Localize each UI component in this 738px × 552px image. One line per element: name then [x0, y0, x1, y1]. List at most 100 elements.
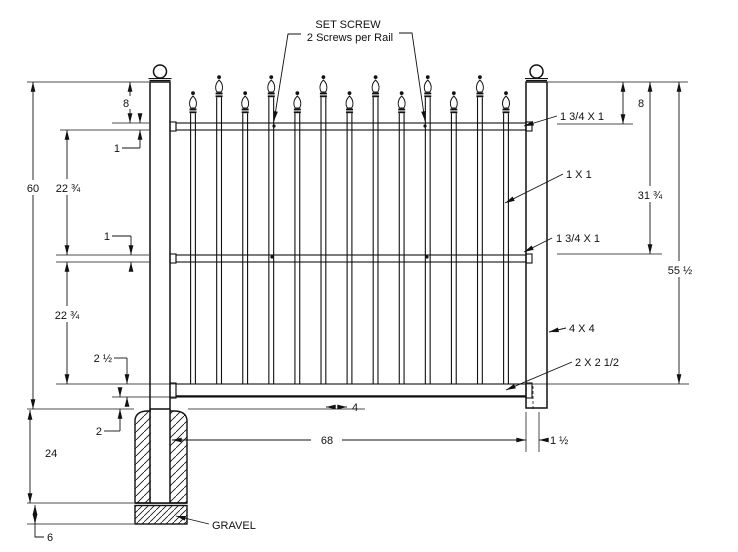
picket [449, 91, 458, 384]
finial-collar [372, 95, 380, 98]
middle-rail-leader [523, 237, 553, 253]
finial-tip [321, 75, 326, 79]
finial-spear [293, 95, 302, 109]
right-post [525, 81, 548, 409]
finial-tip [399, 91, 404, 95]
picket [267, 75, 276, 384]
dim-55-12: 55 ½ [668, 265, 692, 277]
picket [293, 91, 302, 384]
set-screw-dot [425, 255, 429, 259]
picket [475, 75, 484, 384]
finial-collar [267, 95, 275, 98]
finial-collar [424, 95, 432, 98]
pickets [189, 75, 510, 384]
dim-60: 60 [27, 183, 39, 195]
footing [134, 410, 188, 525]
finial-tip [478, 75, 482, 79]
gravel-layer [134, 504, 188, 525]
dim-1-12: 1 ½ [550, 435, 568, 447]
dimension-lines [27, 82, 682, 538]
finial-collar [398, 108, 406, 111]
dim-8-left: 8 [123, 98, 129, 110]
finial-collar [450, 108, 458, 111]
picket [397, 91, 406, 384]
finial-spear [371, 79, 380, 93]
finial-collar [215, 92, 223, 95]
post-leader [548, 327, 567, 333]
finial-collar [241, 111, 249, 114]
finial-collar [372, 92, 380, 95]
finial-spear [189, 95, 197, 109]
right-post-ball-cap [529, 64, 544, 79]
channel-leader [505, 361, 573, 391]
dim-2-12: 2 ½ [94, 353, 112, 365]
finial-collar [345, 111, 353, 114]
dim-24: 24 [45, 448, 57, 460]
posts [148, 64, 548, 503]
finial-tip [269, 75, 274, 79]
finial-tip [295, 91, 300, 95]
finial-collar [267, 92, 275, 95]
left-post-ball-cap [152, 64, 168, 79]
finial-tip [425, 75, 430, 79]
finial-collar [189, 108, 197, 111]
set-screw-leader-left [273, 33, 301, 122]
finial-tip [191, 91, 195, 95]
dim-22-34-lower: 22 ¾ [55, 310, 80, 322]
picket [371, 75, 380, 384]
finial-spear [215, 79, 224, 93]
finial-collar [502, 108, 510, 111]
left-post [149, 81, 171, 410]
finial-collar [502, 111, 510, 114]
finial-tip [451, 91, 456, 95]
gravel-label: GRAVEL [212, 520, 256, 532]
picket [502, 91, 510, 384]
gravel-leader [175, 515, 210, 525]
set-screw-callout-line2: 2 Screws per Rail [307, 32, 393, 44]
finial-collar [476, 95, 484, 98]
dim-6: 6 [47, 532, 53, 544]
finial-collar [293, 108, 301, 111]
dim-4: 4 [352, 402, 358, 414]
dim-8-right: 8 [638, 98, 644, 110]
post-size-label: 4 X 4 [569, 323, 595, 335]
middle-rail [175, 254, 527, 263]
set-screw-dot [270, 255, 274, 259]
finial-spear [449, 95, 458, 109]
finial-tip [347, 91, 352, 95]
finial-collar [345, 108, 353, 111]
dim-2: 2 [96, 426, 102, 438]
finial-collar [293, 111, 301, 114]
top-rail [175, 122, 527, 131]
picket [423, 75, 432, 384]
finial-collar [319, 95, 327, 98]
finial-tip [243, 91, 248, 95]
top-rail-leader [523, 115, 558, 127]
finial-collar [450, 111, 458, 114]
finial-spear [397, 95, 406, 109]
channel-size-label: 2 X 2 1/2 [575, 357, 619, 369]
finial-spear [267, 79, 276, 93]
text-labels: SET SCREW 2 Screws per Rail 1 3/4 X 1 1 … [24, 19, 698, 544]
set-screw-dot [423, 124, 427, 128]
picket [215, 75, 224, 384]
dim-22-34-upper: 22 ¾ [56, 183, 81, 195]
finial-spear [475, 79, 484, 93]
picket-leader [504, 173, 564, 204]
picket [189, 91, 197, 384]
dim-68: 68 [321, 435, 333, 447]
picket [345, 91, 354, 384]
finial-tip [373, 75, 378, 79]
finial-collar [476, 92, 484, 95]
set-screw-dot [272, 124, 276, 128]
finial-collar [319, 92, 327, 95]
finial-tip [504, 91, 508, 95]
set-screw-leader-right [399, 32, 426, 122]
middle-rail-size-label: 1 3/4 X 1 [556, 233, 600, 245]
finial-spear [502, 95, 510, 109]
finial-collar [424, 92, 432, 95]
picket-size-label: 1 X 1 [566, 169, 592, 181]
set-screw-callout-line1: SET SCREW [315, 19, 381, 31]
